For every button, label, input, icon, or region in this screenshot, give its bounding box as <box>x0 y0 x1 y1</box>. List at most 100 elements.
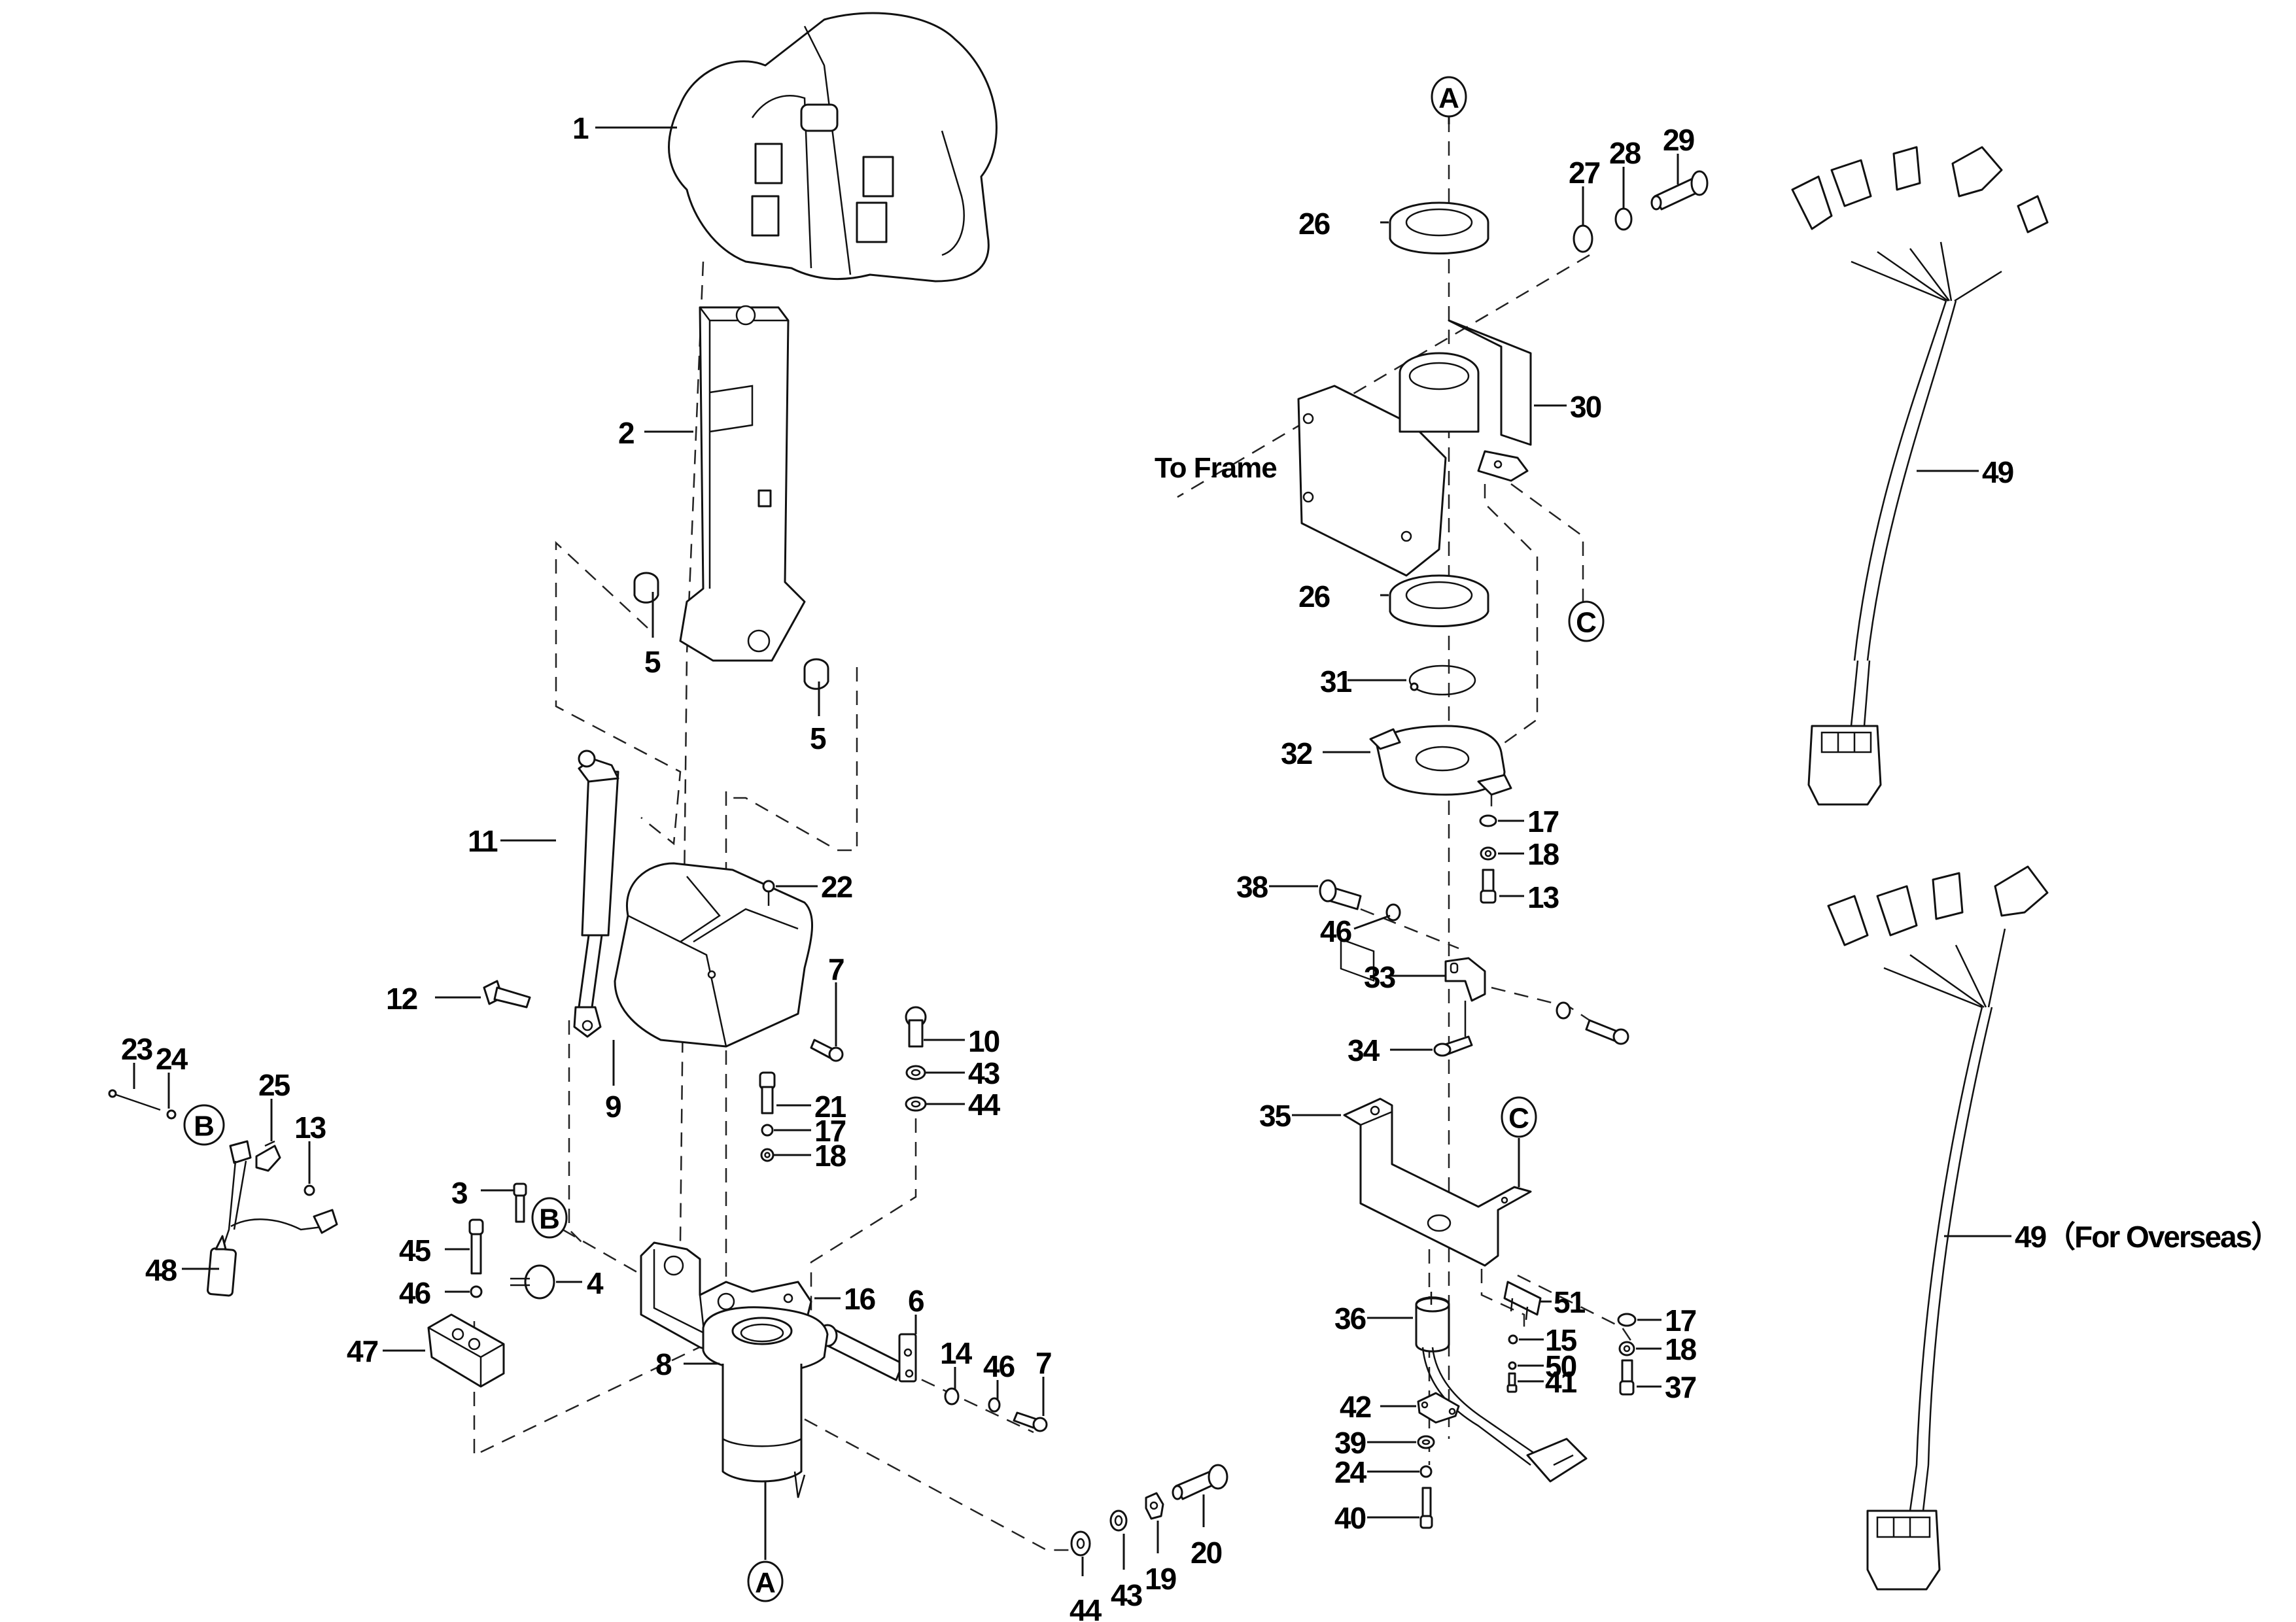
part-mount-plate-35[interactable] <box>1343 1097 1532 1267</box>
part-lever-34[interactable] <box>1433 1001 1473 1057</box>
part-bolt-29[interactable] <box>1650 170 1709 211</box>
part-washer-43b[interactable] <box>1109 1510 1128 1532</box>
part-nut-46a[interactable] <box>988 1397 1001 1413</box>
callout-5b: 5 <box>810 721 826 755</box>
part-nut-19[interactable] <box>1145 1492 1164 1520</box>
part-bolt-3[interactable] <box>513 1182 527 1223</box>
part-angle-sensor-36[interactable] <box>1415 1292 1588 1483</box>
callout-37: 37 <box>1665 1370 1696 1404</box>
part-nut-17a[interactable] <box>761 1124 774 1137</box>
callout-7a: 7 <box>828 952 844 986</box>
part-bearing-26b[interactable] <box>1389 574 1489 627</box>
marker-a-top: A <box>1431 76 1467 118</box>
marker-b-bracket: B <box>531 1197 568 1239</box>
callout-8: 8 <box>655 1347 672 1381</box>
part-washer-14[interactable] <box>944 1387 960 1406</box>
part-screw-7a[interactable] <box>810 1039 844 1062</box>
part-bolt-12[interactable] <box>483 980 531 1009</box>
part-bolt-38[interactable] <box>1319 879 1362 910</box>
part-washer-44a[interactable] <box>905 1096 927 1112</box>
svg-text:A: A <box>1438 82 1459 114</box>
part-screw-22[interactable] <box>762 880 775 906</box>
part-nut-24b[interactable] <box>1419 1465 1433 1478</box>
part-clip-4[interactable] <box>510 1264 555 1300</box>
part-washer-18c[interactable] <box>1618 1341 1635 1356</box>
part-washer-right-33[interactable] <box>1556 1001 1571 1020</box>
part-screw-7b[interactable] <box>1013 1411 1048 1432</box>
part-screw-41[interactable] <box>1506 1372 1518 1393</box>
part-nut-46b[interactable] <box>470 1285 483 1298</box>
part-snap-ring-31[interactable] <box>1408 664 1476 696</box>
svg-text:B: B <box>194 1111 215 1143</box>
callout-44a: 44 <box>968 1088 1001 1122</box>
part-bolt-37[interactable] <box>1619 1359 1635 1396</box>
part-wire-harness-48[interactable] <box>207 1140 338 1297</box>
part-washer-17c[interactable] <box>1617 1313 1637 1327</box>
part-nut-15[interactable] <box>1508 1334 1518 1345</box>
callout-39: 39 <box>1334 1426 1366 1460</box>
callout-46b: 46 <box>399 1276 430 1310</box>
part-pin-6[interactable] <box>817 1324 917 1383</box>
part-bolt-20[interactable] <box>1172 1464 1228 1500</box>
callout-14: 14 <box>940 1336 973 1370</box>
part-washer-17b[interactable] <box>1479 814 1497 827</box>
callout-51: 51 <box>1554 1285 1586 1319</box>
part-cover-9[interactable] <box>614 862 813 1048</box>
part-frame-mount-30[interactable] <box>1297 319 1532 982</box>
callout-43a: 43 <box>968 1056 1000 1090</box>
callout-26b: 26 <box>1298 579 1330 613</box>
part-bolt-45[interactable] <box>468 1218 484 1275</box>
part-washer-43a[interactable] <box>905 1065 926 1080</box>
part-washer-18b[interactable] <box>1480 846 1497 861</box>
callout-31: 31 <box>1320 664 1352 699</box>
part-bushing-5a[interactable] <box>633 572 659 604</box>
part-washer-18a[interactable] <box>760 1148 774 1162</box>
part-cover-plate-42[interactable] <box>1417 1392 1460 1424</box>
part-gas-spring[interactable] <box>573 750 619 1038</box>
callout-11: 11 <box>468 824 498 858</box>
part-sensor-bracket-33[interactable] <box>1444 957 1486 1002</box>
part-bolt-21[interactable] <box>759 1071 776 1114</box>
callout-12: 12 <box>386 982 417 1016</box>
reference-markers: A A B B C C <box>183 76 1605 1602</box>
part-base-housing-8[interactable] <box>702 1306 829 1498</box>
callout-13a: 13 <box>294 1111 326 1145</box>
callout-49-overseas: 49（For Overseas） <box>2015 1220 2280 1254</box>
callout-46a: 46 <box>983 1349 1015 1383</box>
part-washer-50[interactable] <box>1508 1361 1517 1370</box>
part-bushing-5b[interactable] <box>803 658 829 690</box>
part-bolt-23[interactable] <box>108 1089 161 1111</box>
callout-13b: 13 <box>1527 880 1559 914</box>
callout-7b: 7 <box>1035 1346 1051 1380</box>
callout-18b: 18 <box>1527 837 1559 871</box>
callout-1: 1 <box>572 111 589 145</box>
part-bearing-26a[interactable] <box>1389 201 1489 254</box>
part-main-harness-49[interactable] <box>1791 146 2049 806</box>
svg-text:C: C <box>1508 1103 1529 1135</box>
part-block-47[interactable] <box>427 1313 505 1388</box>
callout-41: 41 <box>1545 1365 1577 1399</box>
callout-36: 36 <box>1334 1302 1366 1336</box>
svg-text:C: C <box>1576 607 1597 639</box>
callout-16: 16 <box>844 1282 875 1316</box>
part-washer-46c[interactable] <box>1385 903 1401 922</box>
part-bolt-right-33[interactable] <box>1585 1019 1629 1045</box>
callout-43b: 43 <box>1111 1578 1142 1612</box>
part-nut-13a[interactable] <box>304 1184 315 1196</box>
part-retainer-32[interactable] <box>1369 725 1512 796</box>
part-washer-28[interactable] <box>1614 207 1633 231</box>
part-overseas-harness-49[interactable] <box>1827 865 2049 1591</box>
part-column-tube[interactable] <box>679 305 806 662</box>
part-clip-51[interactable] <box>1503 1281 1542 1320</box>
part-washer-24a[interactable] <box>166 1109 177 1120</box>
part-handle-head[interactable] <box>668 12 998 283</box>
part-switch-bracket-25[interactable] <box>255 1140 281 1172</box>
part-bolt-13b[interactable] <box>1480 869 1497 904</box>
part-washer-27[interactable] <box>1573 224 1593 253</box>
part-washer-44b[interactable] <box>1070 1530 1091 1557</box>
part-pin-10[interactable] <box>905 1006 927 1048</box>
part-bolt-40[interactable] <box>1419 1487 1433 1529</box>
callout-17a: 17 <box>814 1114 846 1148</box>
part-washer-39[interactable] <box>1417 1435 1435 1449</box>
callout-35: 35 <box>1259 1099 1291 1133</box>
